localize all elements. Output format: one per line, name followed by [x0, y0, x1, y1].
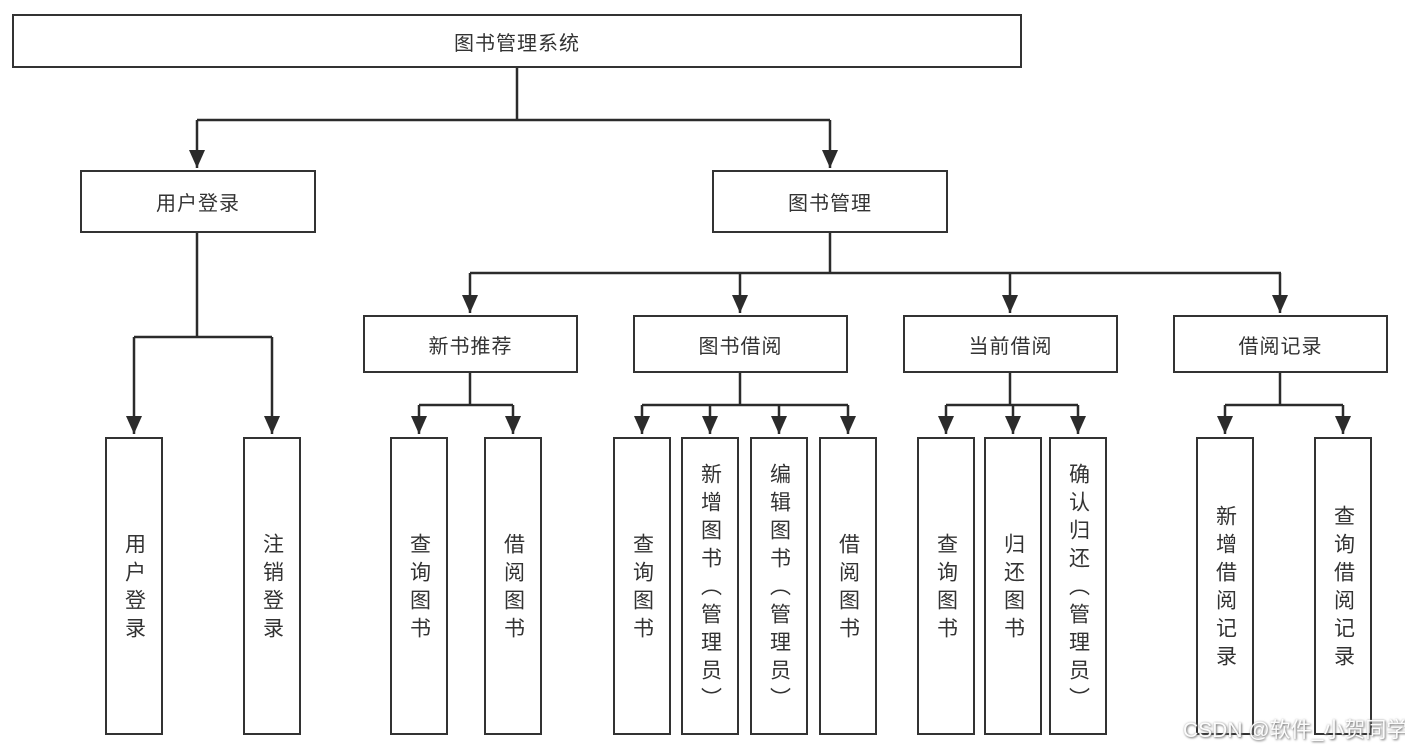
- node-borrowing-records: 借阅记录: [1173, 315, 1388, 373]
- node-label: 图书管理系统: [454, 32, 580, 55]
- connector-line: [470, 233, 1281, 275]
- node-label: 用户登录: [156, 193, 240, 215]
- node-label: 图书借阅: [698, 335, 783, 358]
- node-label: 新书推荐: [428, 335, 513, 358]
- leaf-add-book-admin: 新增图书（管理员）: [681, 437, 739, 735]
- node-book-management-branch: 图书管理: [712, 170, 948, 233]
- leaf-logout: 注销登录: [243, 437, 301, 735]
- connector-new-books-to-leaves: [411, 373, 521, 434]
- connector-line: [197, 68, 830, 122]
- leaf-query-books-borrowing: 查询图书: [613, 437, 671, 735]
- leaf-borrow-books-recommend: 借阅图书: [484, 437, 542, 735]
- node-label: 当前借阅: [968, 335, 1053, 358]
- node-new-book-recommend: 新书推荐: [363, 315, 578, 373]
- connector-borrow-records-to-leaves: [1217, 373, 1351, 434]
- leaf-return-book: 归还图书: [984, 437, 1042, 735]
- node-current-borrowing: 当前借阅: [903, 315, 1118, 373]
- connector-line: [946, 373, 1078, 407]
- connector-line: [134, 233, 272, 339]
- leaf-add-borrow-record: 新增借阅记录: [1196, 437, 1254, 735]
- node-user-login-branch: 用户登录: [80, 170, 316, 233]
- leaf-user-login: 用户登录: [105, 437, 163, 735]
- node-label: 图书管理: [788, 193, 872, 215]
- node-label: 借阅图书: [836, 533, 860, 645]
- node-label: 确认归还（管理员）: [1066, 463, 1090, 715]
- node-label: 查询图书: [630, 533, 654, 645]
- node-label: 借阅图书: [501, 533, 525, 645]
- node-book-borrowing: 图书借阅: [633, 315, 848, 373]
- node-label: 查询借阅记录: [1331, 505, 1355, 673]
- leaf-query-books-recommend: 查询图书: [390, 437, 448, 735]
- node-label: 用户登录: [122, 533, 146, 645]
- connector-line: [1225, 373, 1343, 407]
- node-label: 归还图书: [1001, 533, 1025, 645]
- node-library-management-system: 图书管理系统: [12, 14, 1022, 68]
- connector-current-borrow-to-leaves: [938, 373, 1086, 434]
- leaf-query-books-current: 查询图书: [917, 437, 975, 735]
- leaf-confirm-return-admin: 确认归还（管理员）: [1049, 437, 1107, 735]
- node-label: 新增借阅记录: [1213, 505, 1237, 673]
- leaf-borrow-books-borrowing: 借阅图书: [819, 437, 877, 735]
- leaf-edit-book-admin: 编辑图书（管理员）: [750, 437, 808, 735]
- node-label: 借阅记录: [1238, 335, 1323, 358]
- csdn-watermark: CSDN @软件_小贺同学: [1183, 719, 1405, 742]
- connector-line: [642, 373, 848, 407]
- leaf-query-borrow-record: 查询借阅记录: [1314, 437, 1372, 735]
- node-label: 新增图书（管理员）: [698, 463, 722, 715]
- node-label: 查询图书: [407, 533, 431, 645]
- connector-book-mgmt-to-level3: [462, 233, 1288, 313]
- connector-line: [419, 373, 513, 407]
- connector-root-to-level2: [189, 68, 838, 168]
- connector-book-borrow-to-leaves: [634, 373, 856, 434]
- node-label: 编辑图书（管理员）: [767, 463, 791, 715]
- node-label: 查询图书: [934, 533, 958, 645]
- connector-user-login-to-leaves: [126, 233, 280, 434]
- node-label: 注销登录: [260, 533, 284, 645]
